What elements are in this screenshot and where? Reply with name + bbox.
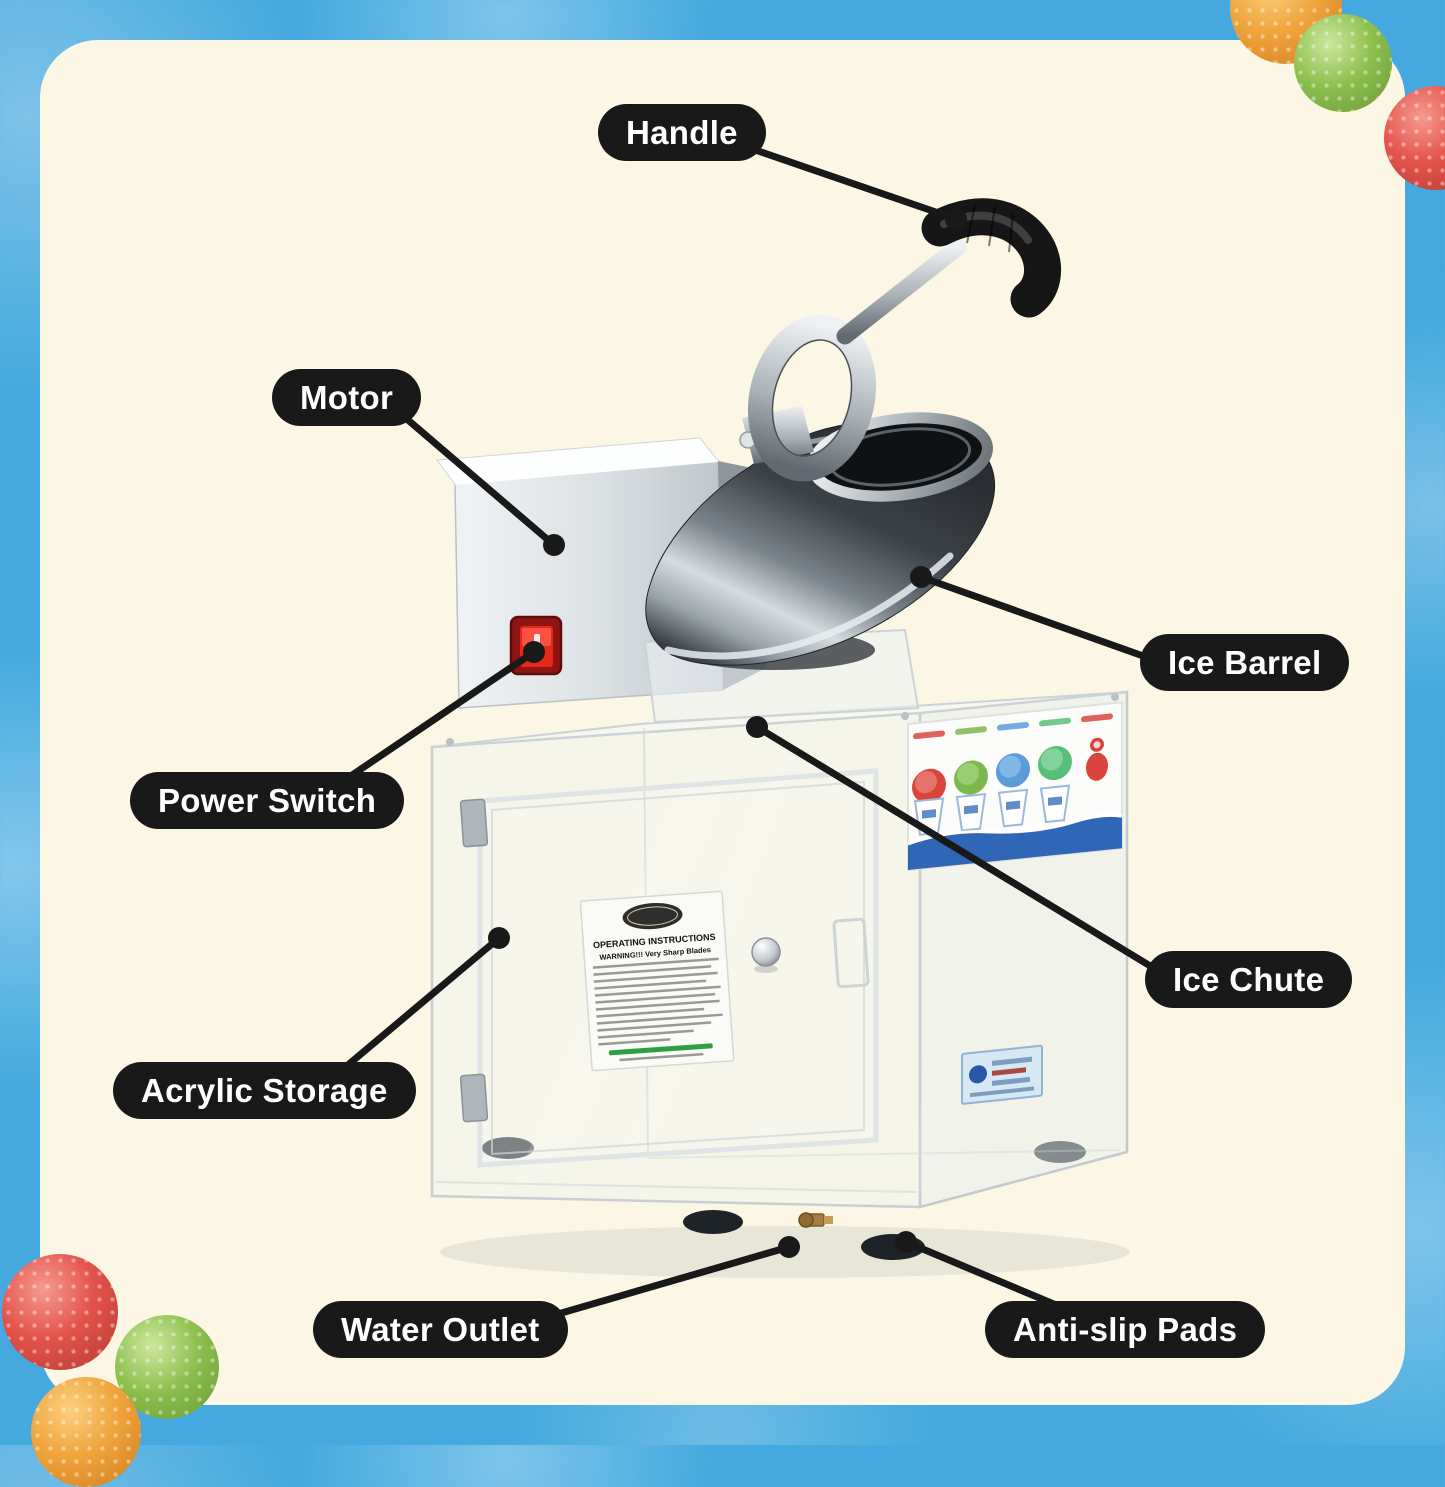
callout-label-ice-barrel: Ice Barrel xyxy=(1140,634,1350,691)
callout-line-motor xyxy=(376,392,558,549)
callout-label-handle: Handle xyxy=(598,104,766,161)
candy-ball-red-bottom xyxy=(2,1254,118,1370)
callout-dots xyxy=(488,208,967,1258)
sticker-body-text-lines xyxy=(592,957,723,1046)
callout-dot-power-switch xyxy=(523,641,545,663)
callout-label-power-switch: Power Switch xyxy=(130,772,405,829)
handle-ring xyxy=(747,314,877,482)
callout-line-water-outlet xyxy=(516,1243,793,1329)
callout-label-water-outlet: Water Outlet xyxy=(313,1301,568,1358)
callout-line-power-switch xyxy=(326,648,538,794)
callout-dot-anti-slip-pads xyxy=(895,1231,917,1253)
callout-line-ice-chute xyxy=(753,723,1174,982)
diagram-canvas: OPERATING INSTRUCTIONS WARNING!!! Very S… xyxy=(326,127,1174,1329)
door-hinge-top xyxy=(459,798,489,848)
callout-dot-handle xyxy=(945,208,967,230)
door-hinge-bottom xyxy=(459,1073,489,1123)
callout-label-anti-slip-pads: Anti-slip Pads xyxy=(985,1301,1266,1358)
door-latch xyxy=(832,917,870,989)
candy-ball-green-top xyxy=(1294,14,1392,112)
callout-dot-ice-barrel xyxy=(910,566,932,588)
candy-ball-green-bottom xyxy=(115,1315,219,1419)
callout-label-motor: Motor xyxy=(272,369,422,426)
callout-dot-motor xyxy=(543,534,565,556)
water-outlet-valve xyxy=(798,1212,833,1228)
callout-label-acrylic-storage: Acrylic Storage xyxy=(113,1062,416,1119)
callout-dot-acrylic-storage xyxy=(488,927,510,949)
candy-ball-yellow-bottom xyxy=(31,1377,141,1487)
side-flavor-decal xyxy=(907,701,1123,872)
callout-label-ice-chute: Ice Chute xyxy=(1145,951,1353,1008)
callout-line-ice-barrel xyxy=(917,573,1164,666)
callout-dot-ice-chute xyxy=(746,716,768,738)
brand-sticker xyxy=(961,1044,1043,1105)
operating-instructions-sticker: OPERATING INSTRUCTIONS WARNING!!! Very S… xyxy=(579,890,735,1072)
callout-line-acrylic-storage xyxy=(326,934,503,1084)
callout-dot-water-outlet xyxy=(778,1236,800,1258)
handle-arm xyxy=(836,238,967,345)
door-knob xyxy=(751,937,781,967)
